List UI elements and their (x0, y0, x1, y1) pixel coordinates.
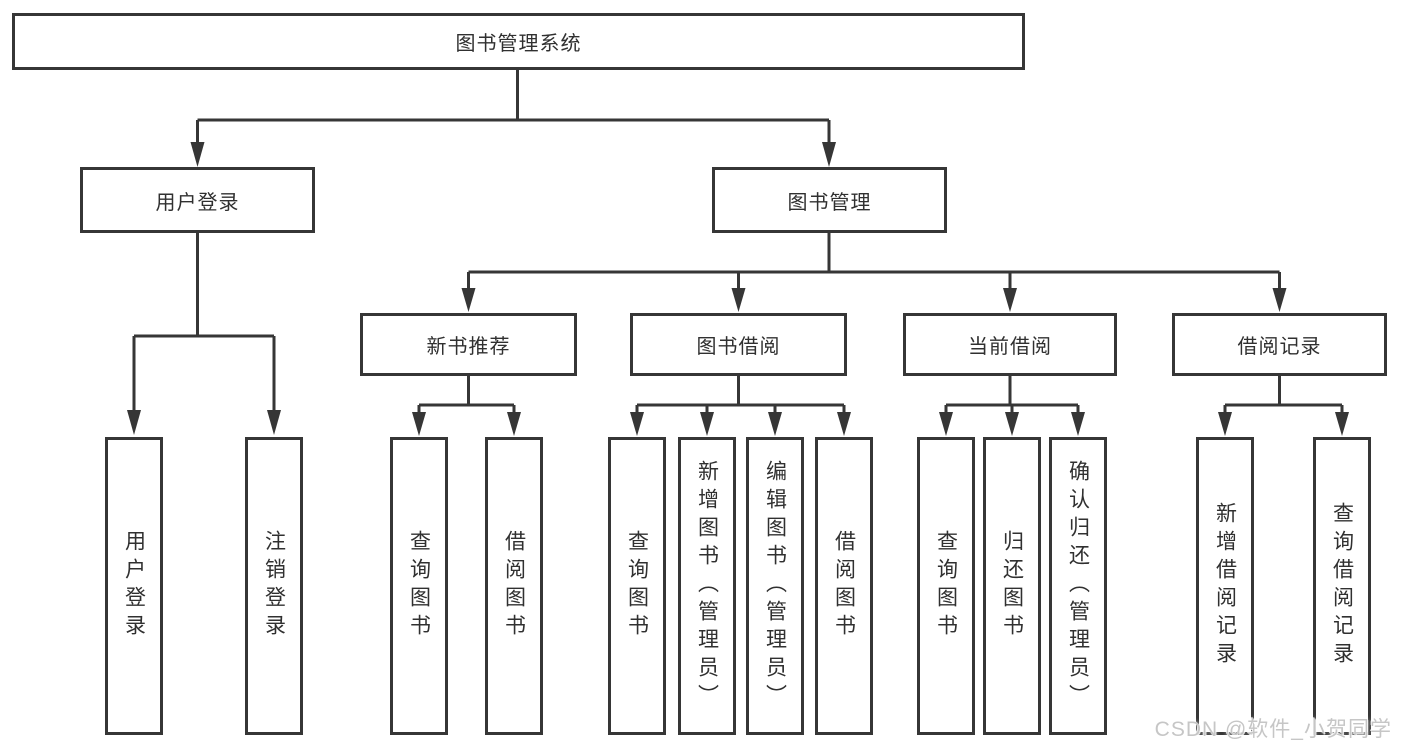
node-current-confirm-return-admin: 确认归还（管理员） (1049, 437, 1107, 735)
node-book-borrowing: 图书借阅 (630, 313, 847, 376)
node-user-login-module: 用户登录 (80, 167, 315, 233)
node-borrowing-add-books-admin: 新增图书（管理员） (678, 437, 736, 735)
node-current-return-books: 归还图书 (983, 437, 1041, 735)
node-borrowing-query-books: 查询图书 (608, 437, 666, 735)
node-book-management-module: 图书管理 (712, 167, 947, 233)
node-recommendation-borrow-books: 借阅图书 (485, 437, 543, 735)
node-borrowing-records: 借阅记录 (1172, 313, 1387, 376)
node-root-system: 图书管理系统 (12, 13, 1025, 70)
node-borrowing-borrow-books: 借阅图书 (815, 437, 873, 735)
node-records-add-borrow-record: 新增借阅记录 (1196, 437, 1254, 735)
node-user-login-action: 用户登录 (105, 437, 163, 735)
node-recommendation-query-books: 查询图书 (390, 437, 448, 735)
node-new-book-recommendation: 新书推荐 (360, 313, 577, 376)
node-logout-action: 注销登录 (245, 437, 303, 735)
node-borrowing-edit-books-admin: 编辑图书（管理员） (746, 437, 804, 735)
node-current-borrowing: 当前借阅 (903, 313, 1117, 376)
csdn-watermark: CSDN @软件_小贺同学 (1154, 718, 1392, 741)
node-current-query-books: 查询图书 (917, 437, 975, 735)
node-records-query-borrow-record: 查询借阅记录 (1313, 437, 1371, 735)
